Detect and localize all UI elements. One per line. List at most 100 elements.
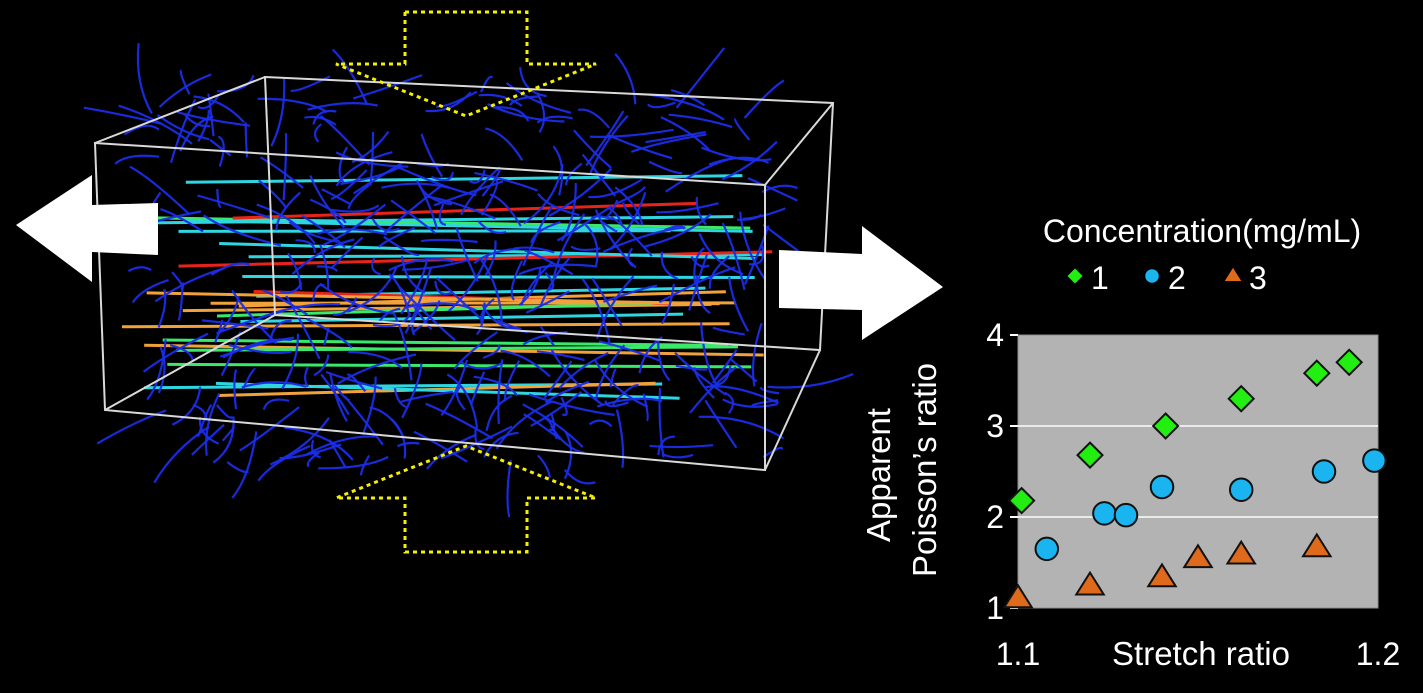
fiber	[123, 124, 160, 136]
fiber	[657, 435, 675, 456]
fiber	[377, 307, 401, 324]
fiber	[160, 208, 204, 233]
fiber	[616, 186, 646, 205]
fiber	[269, 417, 330, 466]
fiber	[657, 338, 671, 382]
fiber	[548, 167, 613, 217]
fiber	[479, 75, 494, 93]
fiber	[241, 381, 307, 389]
data-point	[1146, 562, 1178, 588]
data-point	[1301, 532, 1333, 558]
y-tick-label: 3	[986, 408, 1004, 444]
fiber	[440, 425, 513, 460]
fiber	[536, 350, 585, 362]
fiber	[361, 376, 377, 436]
fiber	[647, 93, 725, 121]
fiber	[734, 117, 751, 141]
fiber	[217, 135, 225, 167]
fiber	[310, 440, 322, 459]
fiber	[739, 211, 766, 280]
fiber	[455, 385, 466, 411]
fiber	[175, 345, 738, 352]
fiber	[614, 52, 637, 105]
fiber	[708, 156, 770, 166]
fiber	[485, 127, 524, 161]
fiber	[210, 262, 251, 276]
fiber	[178, 250, 773, 268]
legend-item-2: 2	[1145, 260, 1186, 296]
fiber	[129, 165, 190, 215]
fiber	[359, 454, 371, 476]
fiber	[352, 74, 423, 100]
data-point	[1362, 448, 1387, 473]
fiber	[215, 381, 680, 400]
fiber	[474, 171, 538, 192]
fiber	[184, 114, 211, 128]
fiber	[446, 373, 479, 429]
fiber	[563, 430, 573, 480]
fiber	[695, 196, 707, 226]
data-point	[1002, 583, 1034, 609]
fiber	[751, 323, 763, 387]
fiber	[313, 354, 330, 377]
fiber	[523, 163, 564, 225]
fiber	[260, 156, 304, 189]
fiber	[306, 451, 320, 468]
fiber	[611, 384, 639, 406]
fiber	[179, 115, 214, 152]
x-axis-label: Stretch ratio	[1112, 635, 1290, 672]
fiber	[398, 286, 456, 342]
fiber	[96, 409, 167, 445]
fiber	[311, 283, 325, 301]
fiber	[482, 343, 501, 359]
legend-label: 1	[1091, 260, 1109, 296]
fiber	[285, 295, 321, 360]
fiber	[413, 430, 468, 463]
fiber	[480, 178, 499, 216]
fiber	[675, 364, 708, 371]
fiber	[291, 238, 355, 275]
fiber	[705, 385, 780, 405]
fiber	[383, 183, 444, 234]
fiber	[742, 207, 786, 220]
fiber	[646, 101, 676, 109]
fiber	[305, 317, 353, 349]
fiber	[496, 319, 522, 330]
fiber	[648, 160, 683, 175]
fiber	[332, 297, 358, 316]
legend-marker	[1067, 268, 1083, 284]
y-axis-label-line-1: Apparent	[860, 408, 897, 542]
fiber	[453, 331, 498, 370]
fiber	[589, 114, 629, 174]
fiber	[171, 386, 202, 426]
fiber-network-illustration	[16, 10, 943, 554]
fiber	[481, 169, 501, 197]
fiber	[642, 393, 649, 422]
fiber	[193, 95, 245, 124]
fiber	[217, 74, 255, 93]
fiber	[563, 469, 596, 485]
data-point	[1225, 539, 1257, 565]
fiber	[751, 399, 779, 407]
fiber	[219, 336, 295, 358]
fiber	[649, 444, 714, 449]
series-1	[1007, 348, 1364, 515]
fiber	[131, 279, 169, 304]
box-edge	[764, 102, 834, 186]
fiber	[528, 393, 615, 416]
fiber	[309, 198, 347, 224]
y-tick-label: 2	[986, 499, 1004, 535]
fiber	[767, 372, 854, 389]
fiber	[722, 398, 778, 408]
fiber	[712, 326, 745, 336]
fiber	[371, 257, 382, 276]
fiber	[318, 455, 389, 470]
fiber	[323, 326, 330, 346]
fiber	[309, 175, 346, 229]
data-point	[1074, 570, 1106, 596]
fiber	[216, 404, 234, 419]
fiber	[114, 154, 160, 165]
fiber	[256, 303, 341, 320]
fiber	[142, 332, 209, 373]
fiber	[257, 444, 311, 482]
